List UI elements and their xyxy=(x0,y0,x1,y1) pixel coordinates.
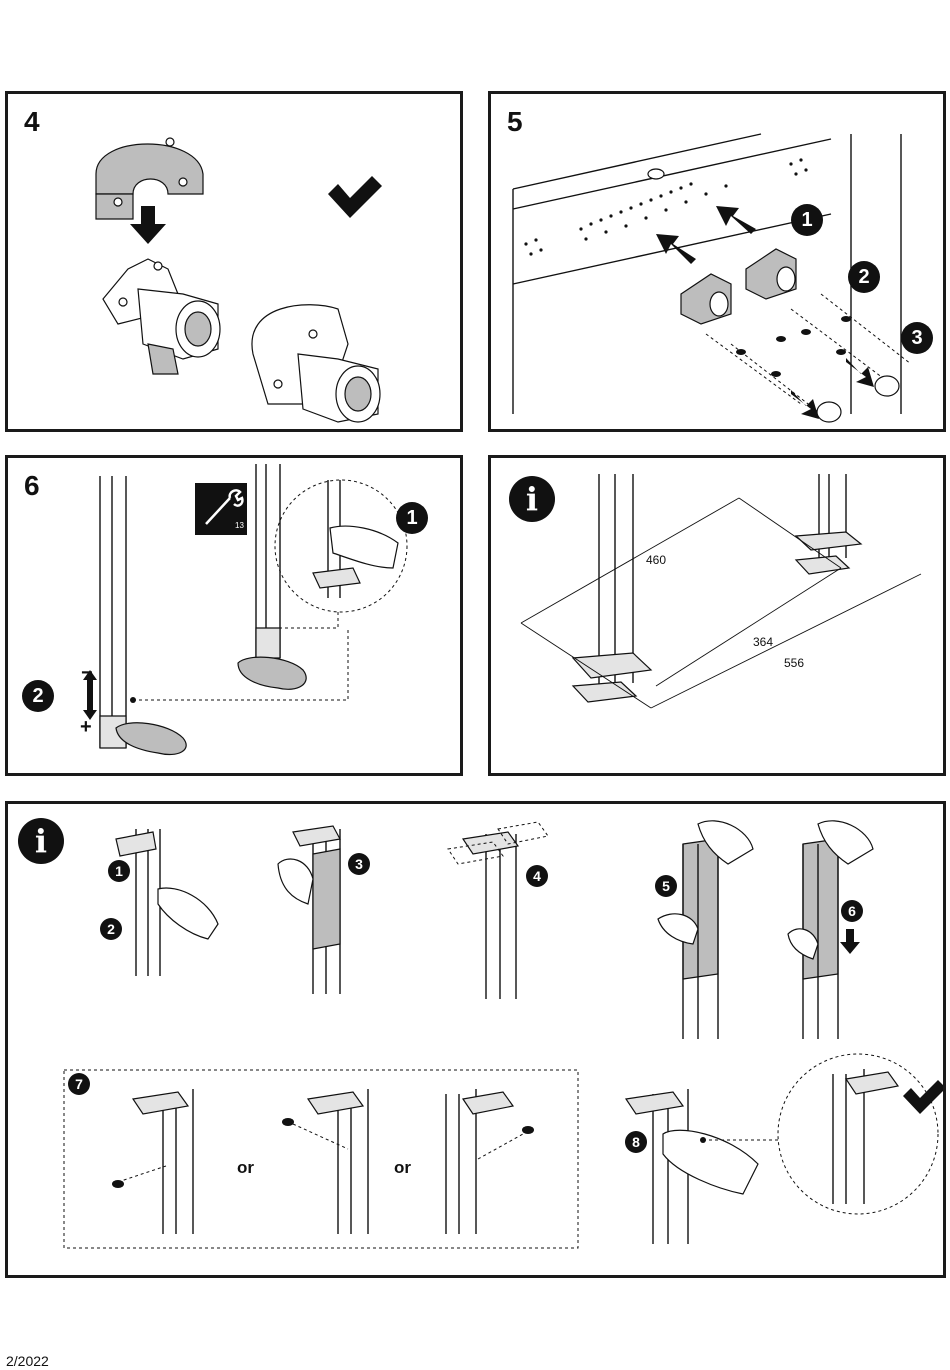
dimension-556: 556 xyxy=(784,656,804,670)
step-6-callout-2: 2 xyxy=(22,680,54,712)
step-4-panel: 4 xyxy=(5,91,463,432)
info-1-illustration xyxy=(491,458,946,776)
step-6-illustration xyxy=(8,458,463,776)
or-label-1: or xyxy=(237,1158,254,1178)
step-5-callout-1: 1 xyxy=(791,204,823,236)
dimension-364: 364 xyxy=(753,635,773,649)
step-5-callout-2: 2 xyxy=(848,261,880,293)
info-2-callout-6: 6 xyxy=(841,900,863,922)
step-5-callout-3: 3 xyxy=(901,322,933,354)
step-5-illustration xyxy=(491,94,946,432)
step-6-panel: 6 13 − + 1 2 xyxy=(5,455,463,776)
info-2-callout-5: 5 xyxy=(655,875,677,897)
info-2-illustration xyxy=(8,804,946,1278)
info-2-callout-1: 1 xyxy=(108,860,130,882)
info-panel-2: i xyxy=(5,801,946,1278)
info-2-callout-3: 3 xyxy=(348,853,370,875)
info-2-callout-2: 2 xyxy=(100,918,122,940)
tool-size-label: 13 xyxy=(235,521,244,530)
step-4-illustration xyxy=(8,94,463,432)
info-2-callout-8: 8 xyxy=(625,1131,647,1153)
footprint-icon xyxy=(116,723,186,755)
info-2-callout-7: 7 xyxy=(68,1073,90,1095)
step-5-panel: 5 xyxy=(488,91,946,432)
adjust-minus: − xyxy=(81,662,93,685)
footer-date: 2/2022 xyxy=(6,1353,49,1369)
info-panel-1: i 460 364 556 xyxy=(488,455,946,776)
step-6-callout-1: 1 xyxy=(396,502,428,534)
dimension-460: 460 xyxy=(646,553,666,567)
checkmark-icon xyxy=(903,1080,946,1114)
or-label-2: or xyxy=(394,1158,411,1178)
info-2-callout-4: 4 xyxy=(526,865,548,887)
checkmark-icon xyxy=(328,176,382,218)
adjust-plus: + xyxy=(80,716,92,739)
